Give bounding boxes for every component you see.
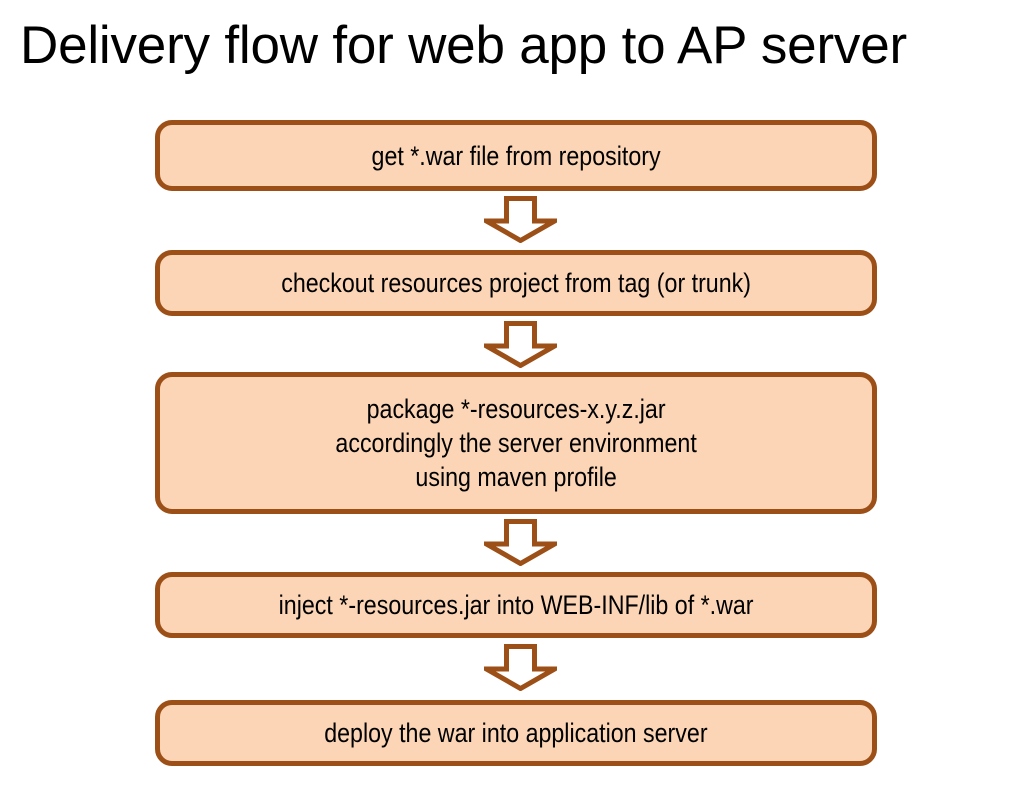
flow-step-2-label: checkout resources project from tag (or … [281,268,751,298]
page-title: Delivery flow for web app to AP server [20,16,907,75]
flow-step-5-label: deploy the war into application server [324,718,708,748]
flow-step-3-box[interactable]: package *-resources-x.y.z.jar accordingl… [155,372,877,514]
arrow-down-icon [484,644,557,691]
arrow-down-icon [484,519,557,566]
flow-step-1-box[interactable]: get *.war file from repository [155,120,877,191]
flow-step-1-label: get *.war file from repository [371,140,661,171]
arrow-down-icon [484,196,557,243]
flow-step-5-box[interactable]: deploy the war into application server [155,700,877,766]
flow-step-4-box[interactable]: inject *-resources.jar into WEB-INF/lib … [155,572,877,638]
flow-step-2-box[interactable]: checkout resources project from tag (or … [155,250,877,316]
flow-step-3-label: package *-resources-x.y.z.jar accordingl… [335,394,697,492]
flow-step-4-label: inject *-resources.jar into WEB-INF/lib … [278,590,754,620]
arrow-down-icon [484,321,557,368]
